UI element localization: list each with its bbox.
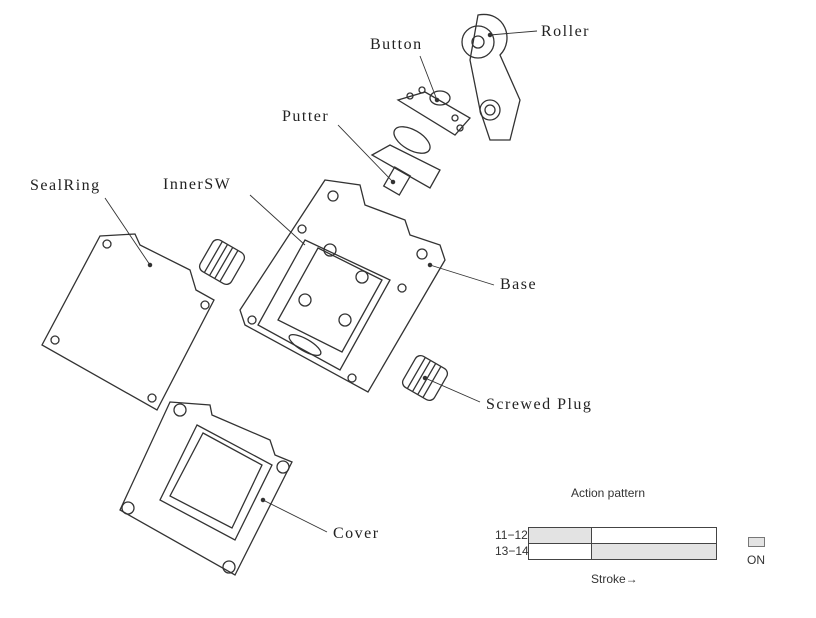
- leader-lines: [104, 30, 538, 533]
- screwed-plug-part: [198, 238, 449, 402]
- pattern-cell-11-12-on: [528, 527, 592, 544]
- label-seal-ring: SealRing: [30, 177, 101, 194]
- label-roller: Roller: [541, 23, 590, 40]
- seal-ring-part: [41, 233, 215, 411]
- cover-part: [119, 401, 293, 576]
- label-base: Base: [500, 276, 538, 293]
- actuator-assembly-part: [370, 13, 521, 196]
- label-screwed-plug: Screwed Plug: [486, 396, 593, 413]
- pattern-cell-13-14-on: [591, 543, 717, 560]
- stroke-axis-label: Stroke→: [591, 572, 638, 586]
- pattern-cell-13-14-off: [528, 543, 592, 560]
- legend-on-swatch: [748, 537, 765, 547]
- pattern-cell-11-12-off: [591, 527, 717, 544]
- row-label-13-14: 13−14: [495, 544, 529, 558]
- label-inner-sw: InnerSW: [163, 176, 232, 193]
- label-button: Button: [370, 36, 423, 53]
- legend-on-label: ON: [747, 553, 765, 567]
- action-pattern-title: Action pattern: [571, 486, 646, 500]
- row-label-11-12: 11−12: [495, 528, 528, 542]
- label-putter: Putter: [282, 108, 330, 125]
- label-cover: Cover: [333, 525, 380, 542]
